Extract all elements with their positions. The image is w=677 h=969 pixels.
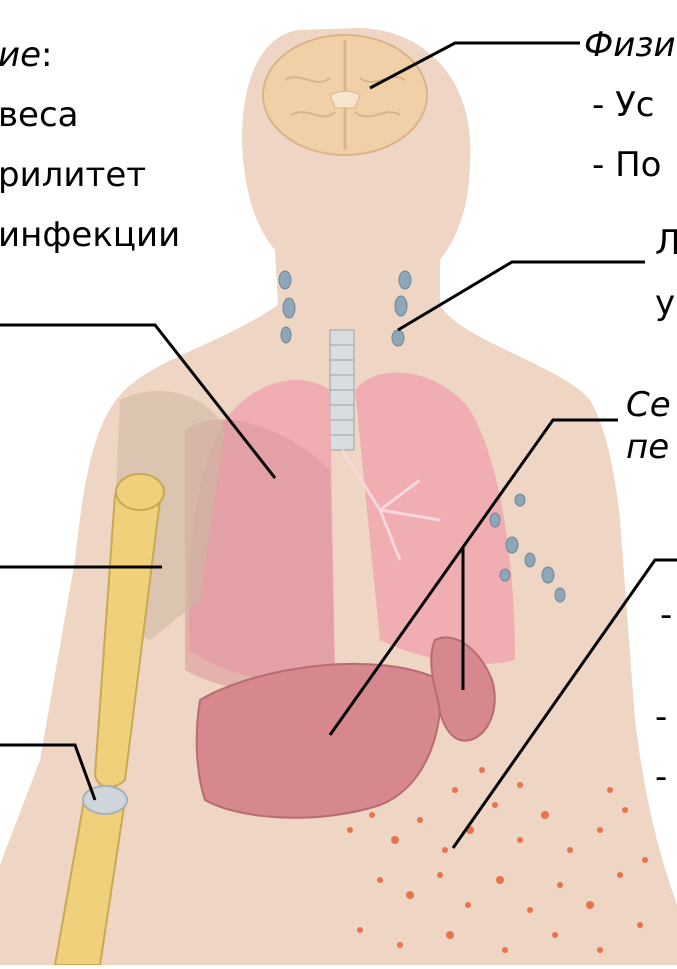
physical-item-1: - Ус: [592, 88, 655, 122]
brain-illustration: [263, 35, 427, 155]
general-item-infections: инфекции: [0, 218, 180, 252]
general-item-febrile: рилитет: [0, 158, 146, 192]
general-item-weight: веса: [0, 98, 78, 132]
lymph-label-line2: у: [655, 286, 675, 320]
trachea: [330, 330, 354, 450]
spleen-label-line2: пе: [626, 430, 669, 464]
skin-item-2: -: [655, 700, 667, 734]
general-symptoms-heading: ие:: [0, 38, 52, 72]
physical-item-2: - По: [592, 148, 661, 182]
physical-heading: Физи: [584, 28, 676, 62]
skin-item-1: -: [660, 598, 672, 632]
skin-item-3: -: [655, 760, 667, 794]
lymph-label-line1: Л: [655, 226, 677, 260]
spleen-label-line1: Се: [626, 388, 671, 422]
